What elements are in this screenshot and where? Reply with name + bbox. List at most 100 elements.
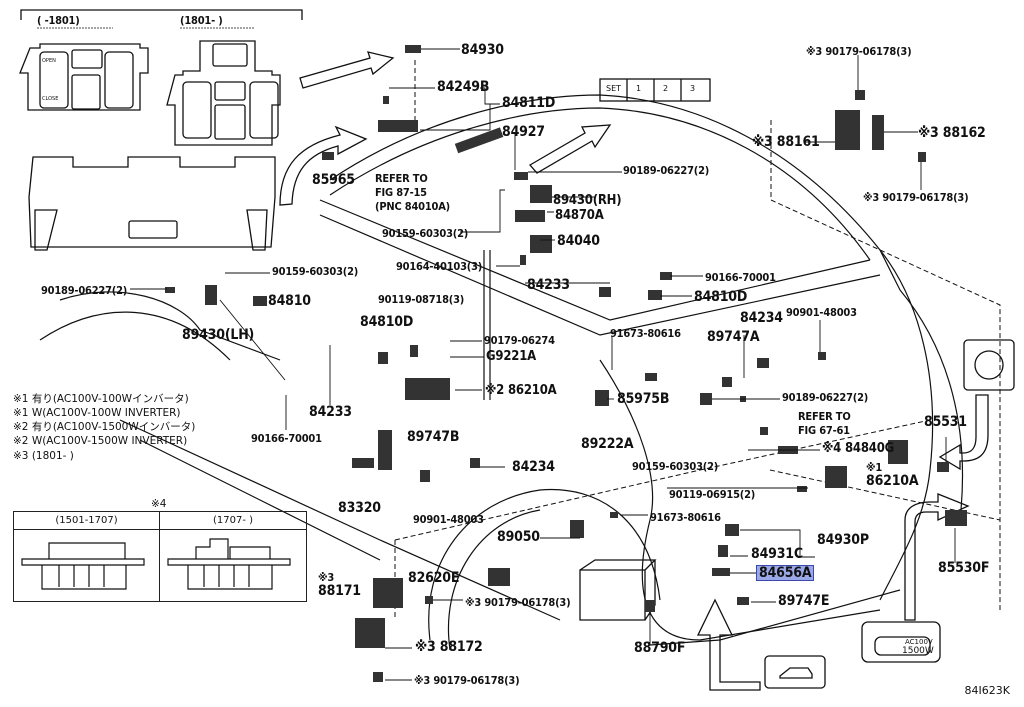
switch-close-label: CLOSE xyxy=(42,96,59,102)
part-label[interactable]: 90901-48003 xyxy=(786,306,857,319)
inverter-badge-voltage: AC100V xyxy=(905,638,933,646)
door-switch-box xyxy=(764,655,826,689)
part-label[interactable]: 90901-48003 xyxy=(413,513,484,526)
part-label[interactable]: ※3 88161 xyxy=(752,134,820,150)
table4-col1: (1501-1707) xyxy=(14,512,160,530)
part-label[interactable]: ※4 84840G xyxy=(822,441,895,456)
part-label[interactable]: 89747A xyxy=(707,329,760,345)
arrow-icon xyxy=(299,51,395,89)
connector-new xyxy=(167,538,291,590)
variant-label-after-1801: (1801- ) xyxy=(180,14,223,27)
part-label[interactable]: 90166-70001 xyxy=(251,432,322,445)
ground-icon-box xyxy=(963,339,1015,391)
memory-3-button: 3 xyxy=(690,84,696,93)
arrow-icon xyxy=(528,124,612,174)
part-label[interactable]: 89430(RH) xyxy=(553,193,622,208)
part-label[interactable]: 90119-08718(3) xyxy=(378,293,465,306)
inverter-badge-watt: 1500W xyxy=(902,646,934,656)
part-label[interactable]: 85965 xyxy=(312,172,355,188)
memory-2-button: 2 xyxy=(663,84,669,93)
part-label[interactable]: 84810D xyxy=(694,289,748,305)
connector-old xyxy=(21,542,145,590)
part-label[interactable]: 84930P xyxy=(817,532,869,548)
part-label[interactable]: 84249B xyxy=(437,79,490,95)
variant-mark: ※1 xyxy=(866,461,883,474)
part-label[interactable]: 85975B xyxy=(617,391,670,407)
refer-label: FIG 67-61 xyxy=(798,424,850,437)
vehicle-body-outline xyxy=(39,94,964,651)
part-label[interactable]: 90159-60303(2) xyxy=(632,460,719,473)
part-label[interactable]: 89747E xyxy=(778,593,830,609)
variant-label-before-1801: ( -1801) xyxy=(37,14,80,27)
part-label[interactable]: 88790F xyxy=(634,640,686,656)
part-label[interactable]: 90189-06227(2) xyxy=(782,391,869,404)
part-label[interactable]: 89430(LH) xyxy=(182,327,255,343)
part-label[interactable]: 84811D xyxy=(502,95,556,111)
part-label[interactable]: 84810D xyxy=(360,314,414,330)
part-label[interactable]: 89050 xyxy=(497,529,540,545)
part-label[interactable]: 90189-06227(2) xyxy=(41,284,128,297)
table4-mark: ※4 xyxy=(151,498,167,510)
part-label[interactable]: 90189-06227(2) xyxy=(623,164,710,177)
slide-door-switch-panel-new xyxy=(166,40,281,146)
door-icon xyxy=(779,667,813,679)
part-label[interactable]: ※3 88172 xyxy=(415,639,483,655)
part-label[interactable]: ※3 90179-06178(3) xyxy=(863,191,969,204)
arrow-icon xyxy=(279,125,368,206)
part-label[interactable]: 84040 xyxy=(557,233,600,249)
slide-door-switch-panel-old xyxy=(19,43,149,111)
part-label[interactable]: 89222A xyxy=(581,436,634,452)
refer-label: (PNC 84010A) xyxy=(375,200,450,213)
part-label[interactable]: 89747B xyxy=(407,429,460,445)
variant-bracket xyxy=(20,9,303,20)
part-label[interactable]: 84233 xyxy=(309,404,352,420)
note-1-jp: ※1 有り(AC100V-100Wインバータ) xyxy=(13,393,189,405)
part-label[interactable]: ※2 86210A xyxy=(485,383,557,398)
ground-icon xyxy=(974,350,1004,380)
memory-set-button: SET xyxy=(606,84,622,93)
part-label[interactable]: 84810 xyxy=(268,293,311,309)
part-label[interactable]: 85531 xyxy=(924,414,967,430)
part-label[interactable]: 90164-40103(3) xyxy=(396,260,483,273)
refer-label: FIG 87-15 xyxy=(375,186,427,199)
note-2-jp: ※2 有り(AC100V-1500Wインバータ) xyxy=(13,421,196,433)
part-label[interactable]: 84927 xyxy=(502,124,545,140)
arrow-icon xyxy=(938,394,989,471)
part-label[interactable]: 90159-60303(2) xyxy=(272,265,359,278)
part-label[interactable]: 90119-06915(2) xyxy=(669,488,756,501)
part-label[interactable]: 84931C xyxy=(751,546,803,562)
part-label[interactable]: 91673-80616 xyxy=(610,327,681,340)
note-1-en: ※1 W(AC100V-100W INVERTER) xyxy=(13,407,181,419)
part-label[interactable]: ※3 90179-06178(3) xyxy=(414,674,520,687)
connector-variant-table: (1501-1707) (1707- ) xyxy=(13,511,307,602)
part-label[interactable]: 84234 xyxy=(512,459,555,475)
part-label[interactable]: ※3 90179-06178(3) xyxy=(465,596,571,609)
part-label[interactable]: 84930 xyxy=(461,42,504,58)
part-label[interactable]: 84870A xyxy=(555,208,604,223)
refer-label: REFER TO xyxy=(798,410,851,423)
part-label[interactable]: 84233 xyxy=(527,277,570,293)
table4-col2: (1707- ) xyxy=(160,512,306,530)
part-label[interactable]: 83320 xyxy=(338,500,381,516)
arrow-icon xyxy=(696,598,761,691)
switch-open-label: OPEN xyxy=(42,58,56,64)
part-label[interactable]: 90166-70001 xyxy=(705,271,776,284)
inverter-outlet xyxy=(861,621,941,663)
part-label[interactable]: ※3 88162 xyxy=(918,125,986,141)
part-label[interactable]: G9221A xyxy=(486,349,537,364)
overhead-console xyxy=(28,156,276,248)
part-label[interactable]: 90179-06274 xyxy=(484,334,555,347)
part-label[interactable]: 88171 xyxy=(318,583,361,599)
highlighted-part-label[interactable]: 84656A xyxy=(755,565,815,581)
part-label[interactable]: ※3 90179-06178(3) xyxy=(806,45,912,58)
part-label[interactable]: 91673-80616 xyxy=(650,511,721,524)
part-label[interactable]: 90159-60303(2) xyxy=(382,227,469,240)
note-2-en: ※2 W(AC100V-1500W INVERTER) xyxy=(13,435,188,447)
part-label[interactable]: 86210A xyxy=(866,473,919,489)
part-label[interactable]: 82620E xyxy=(408,570,460,586)
connector-drawings xyxy=(21,538,291,590)
part-label[interactable]: 85530F xyxy=(938,560,990,576)
part-label[interactable]: 84234 xyxy=(740,310,783,326)
